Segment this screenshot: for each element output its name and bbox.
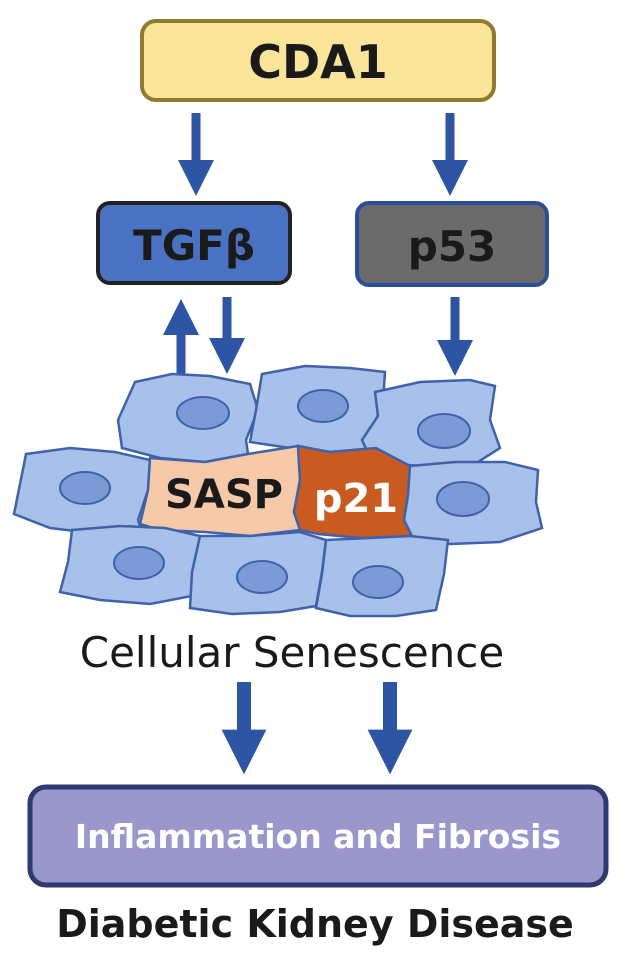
sasp-label: SASP [165,472,283,518]
p21-label: p21 [314,476,398,522]
cell [116,372,260,464]
disease-label: Diabetic Kidney Disease [56,902,574,946]
cell-nucleus [176,396,230,430]
senescence-label: Cellular Senescence [80,628,504,677]
cell-nucleus [59,471,111,505]
cell-nucleus [297,389,349,423]
inflammation-label: Inflammation and Fibrosis [75,817,561,856]
cell [12,446,152,536]
cell-nucleus [113,546,165,580]
cell-nucleus [352,565,404,599]
p21-cell: p21 [292,444,414,540]
cda1-label: CDA1 [248,35,388,89]
p53-node: p53 [355,201,549,287]
inflammation-node: Inflammation and Fibrosis [27,784,609,888]
cell [314,534,450,618]
cell [360,378,502,468]
cell [188,530,328,616]
cell-nucleus [436,481,490,517]
cell-nucleus [236,560,288,594]
sasp-cell: SASP [138,444,302,538]
cell-nucleus [417,413,471,449]
p53-label: p53 [408,222,497,271]
cell [58,524,202,606]
cda1-node: CDA1 [140,19,496,102]
tgfb-label: TGFβ [133,221,255,270]
cell [402,460,544,546]
cell-cluster: SASP p21 [12,364,544,618]
tgfb-node: TGFβ [96,201,292,285]
